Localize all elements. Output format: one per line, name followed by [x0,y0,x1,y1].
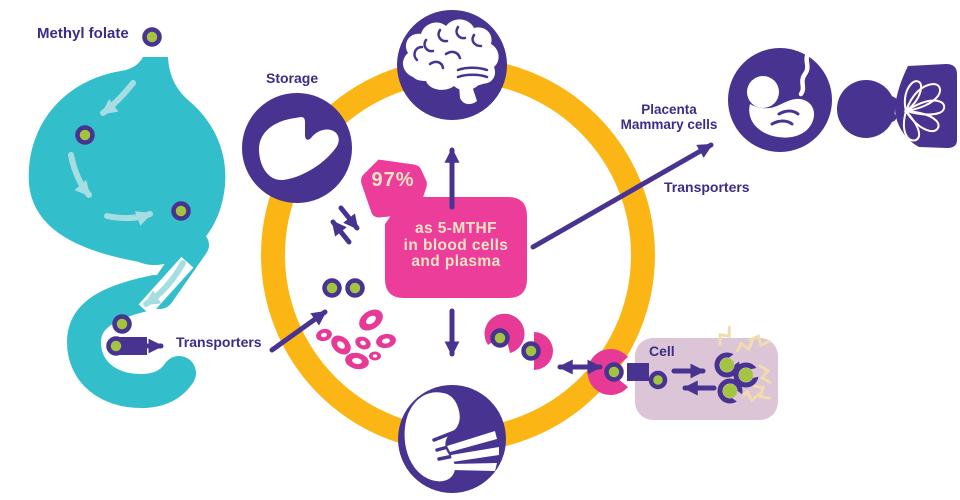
bound-folate-cluster [714,351,761,404]
breast-icon [895,64,957,148]
percent-badge-text: 97% [371,169,415,191]
transporter-square-icon [627,363,649,381]
transporters-left-label: Transporters [176,334,262,350]
fetus-icon [747,49,815,138]
folate-molecule-icon [75,27,668,390]
cell-label: Cell [649,343,675,359]
kidney-node [398,385,506,493]
placenta-mammary-label: Placenta Mammary cells [614,102,724,132]
brain-node [397,10,507,120]
blood-box-text: as 5-MTHF in blood cells and plasma [385,220,527,271]
storage-label: Storage [266,70,319,86]
arrow-to-placenta [530,142,714,250]
arrow-to-liver [330,219,352,245]
liver-icon [258,117,339,181]
brain-icon [402,19,499,105]
flow-arrows [145,142,717,396]
arrow-into-circulation [269,309,328,353]
transporters-right-label: Transporters [664,179,750,195]
methyl-folate-label: Methyl folate [37,25,129,42]
fetus-node [728,48,832,152]
transporter-square-icon [118,337,147,355]
blood-box [385,197,527,298]
liver-node [242,93,352,203]
placenta-line2: Mammary cells [620,117,718,132]
placenta-line1: Placenta [641,102,697,117]
intestine-icon [66,275,196,409]
blood-box-line1: as 5-MTHF [415,220,497,237]
blood-box-line2: in blood cells [403,236,509,254]
breast-node [837,64,957,148]
stomach-flow-arrows [68,80,186,307]
baby-head-icon [837,80,899,138]
arrow-from-liver [338,205,360,231]
polyglutamate-squiggle-icon [718,325,772,403]
red-blood-cell-icon [316,309,396,370]
kidney-icon [404,392,499,482]
blood-box-line3: and plasma [411,253,501,270]
